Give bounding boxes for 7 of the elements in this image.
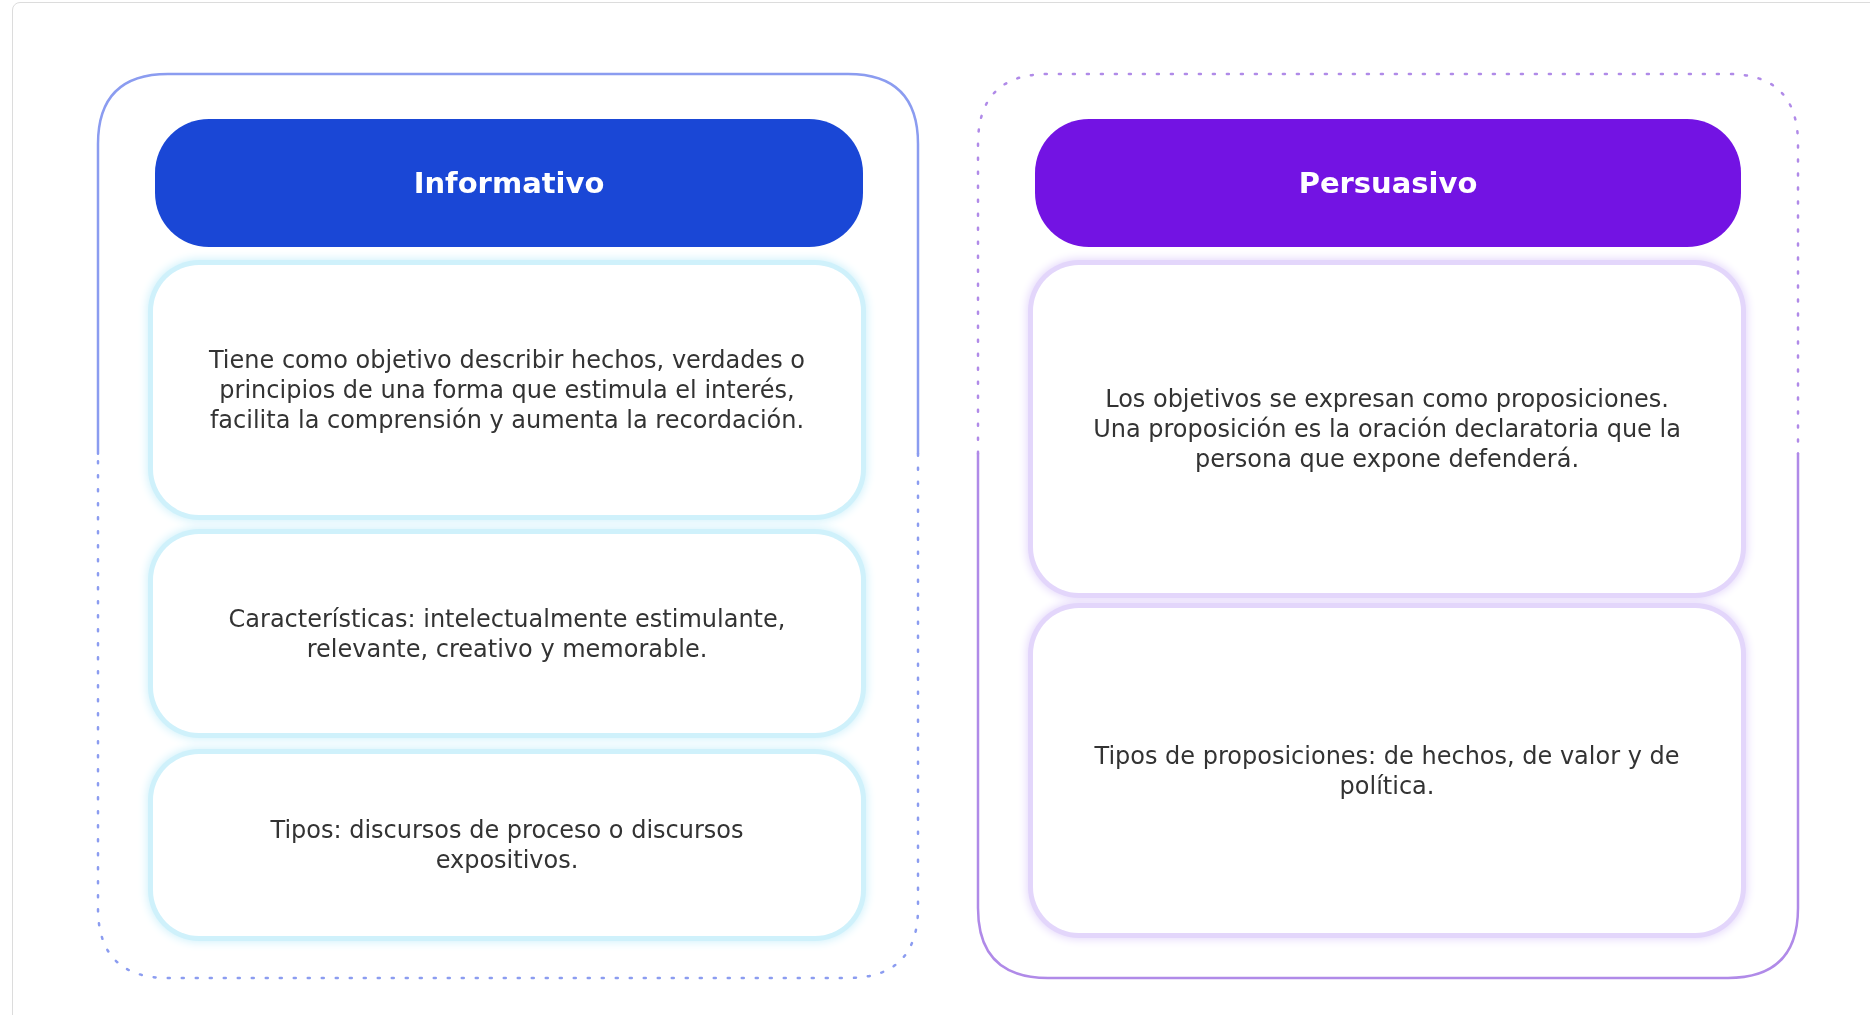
description-text: Tipos de proposiciones: de hechos, de valor y de política.: [1093, 740, 1681, 801]
description-text: Tiene como objetivo describir hechos, verdades o principios de una forma que estimula el interés, facilita la comprensión y aumenta la recordación.: [207, 345, 807, 435]
description-text: Los objetivos se expresan como proposiciones. Una proposición es la oración declaratoria que la persona que expone defenderá.: [1092, 384, 1682, 474]
description-text: Características: intelectualmente estimulante, relevante, creativo y memorable.: [227, 603, 787, 664]
description-text: Tipos: discursos de proceso o discursos expositivos.: [269, 815, 745, 875]
header-pill: Informativo: [155, 119, 863, 247]
header-pill: Persuasivo: [1035, 119, 1741, 247]
